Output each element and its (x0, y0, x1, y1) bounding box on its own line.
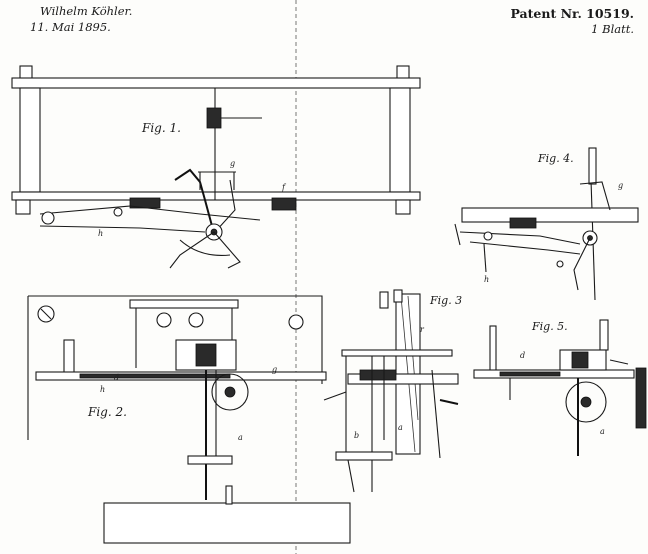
fig1-bottom-rail (11, 191, 421, 201)
fig4-hook (579, 181, 611, 211)
fig2-back-plate (28, 295, 323, 384)
fig3-top-bar (341, 349, 453, 357)
fig3-assembly (323, 289, 459, 493)
fig2-ref-g: g (272, 365, 277, 374)
fig5-post-right-cap (599, 319, 609, 351)
fig2-screw-a (156, 312, 172, 328)
fig3-ref-a: a (398, 423, 403, 432)
fig3-rail (347, 373, 459, 385)
fig5-ref-a: a (600, 427, 605, 436)
fig1-hook-arm-right (214, 179, 236, 233)
fig2-top-bar (129, 299, 239, 309)
fig1-ref-f: f (281, 183, 287, 192)
fig2-foot-pin (225, 485, 233, 505)
fig1-left-column (19, 87, 41, 193)
fig3-label: Fig. 3 (429, 294, 462, 307)
fig2-collar (187, 455, 233, 465)
fig4-pivot-low (556, 260, 564, 268)
fig1-lower-link (169, 231, 215, 269)
fig1-frame-assembly (11, 65, 421, 269)
fig3-right-rod (431, 369, 441, 459)
fig2-mechanism-core (195, 343, 217, 367)
fig5-mechanism-core (571, 351, 589, 369)
fig1-pivot-mid (113, 207, 123, 217)
fig4-hanger (483, 243, 487, 273)
fig4-pivot-left (483, 231, 493, 241)
fig1-spring-coil (206, 107, 222, 129)
fig2-screw-left-slot (40, 308, 52, 320)
fig2-ref-a: a (238, 433, 243, 442)
fig5-arm (609, 359, 629, 365)
fig2-assembly (27, 295, 351, 544)
fig5-post-left (489, 325, 497, 373)
fig4-block (509, 217, 537, 229)
patent-date: 11. Mai 1895. (30, 20, 111, 34)
fig1-block-right (271, 197, 297, 211)
fig4-base-plate (461, 207, 639, 223)
fig5-label: Fig. 5. (531, 320, 568, 333)
fig3-base-collar (335, 451, 393, 461)
fig3-top-knob-left (379, 291, 389, 309)
fig1-top-rail (11, 77, 421, 89)
fig2-post (63, 339, 75, 377)
fig1-right-column (389, 87, 411, 193)
fig3-block (359, 369, 397, 381)
fig2-foot-plate (103, 502, 351, 544)
fig4-upright-cap (588, 147, 597, 185)
fig3-ref-r: r (420, 325, 425, 334)
fig4-left-edge (454, 223, 461, 246)
fig3-top-knob-right (393, 289, 403, 303)
fig4-lever-bottom (469, 241, 581, 255)
fig2-screw-right (288, 314, 304, 330)
patent-number: Patent Nr. 10519. (510, 6, 634, 21)
fig4-lever-top (459, 231, 581, 245)
inventor-name: Wilhelm Köhler. (40, 4, 133, 18)
fig5-assembly (473, 319, 647, 456)
fig3-left-arm (323, 391, 347, 401)
fig2-wheel-hub (224, 386, 236, 398)
fig4-lower-link (573, 237, 591, 291)
fig4-ref-h: h (484, 275, 489, 284)
fig5-rail-slot (499, 371, 561, 377)
fig1-lever-bottom (39, 225, 206, 233)
fig4-ref-g: g (618, 181, 623, 190)
fig1-arc-guide (179, 239, 231, 256)
fig3-column-hatch-2 (407, 295, 419, 421)
fig3-handle (439, 399, 459, 405)
sheet-count: 1 Blatt. (591, 22, 634, 36)
fig1-foot-right (395, 199, 411, 215)
fig5-gear (565, 381, 607, 423)
fig2-wheel (211, 373, 249, 411)
fig3-spike-left (347, 459, 355, 493)
fig1-foot-left (15, 199, 31, 215)
fig2-rail-slot (79, 373, 231, 379)
fig1-lower-link-right (213, 231, 241, 269)
fig2-ref-h: h (100, 385, 105, 394)
fig1-ref-h: h (98, 229, 103, 238)
fig1-lever-top (39, 205, 261, 221)
fig5-ref-d: d (520, 351, 525, 360)
fig3-ref-b: b (354, 431, 359, 440)
fig1-pivot-left (41, 211, 55, 225)
fig1-label: Fig. 1. (141, 121, 181, 135)
fig5-gear-hub (580, 396, 592, 408)
fig1-ref-g: g (230, 159, 235, 168)
fig2-label: Fig. 2. (87, 405, 127, 419)
fig2-screw-b (188, 312, 204, 328)
fig5-right-block (635, 367, 647, 429)
fig4-assembly (454, 147, 639, 301)
fig4-label: Fig. 4. (537, 152, 574, 165)
fig2-ref-d: d (114, 373, 119, 382)
